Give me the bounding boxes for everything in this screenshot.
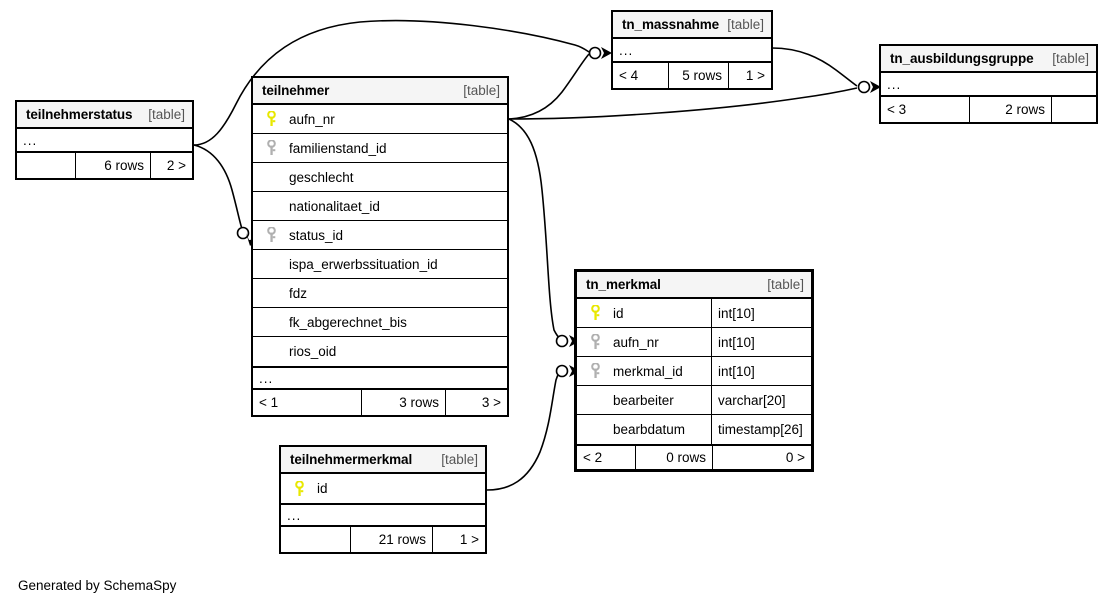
column-row[interactable]: geschlecht — [253, 163, 507, 192]
columns-ellipsis: ... — [253, 366, 507, 390]
column-name: fdz — [289, 285, 308, 301]
table-header: tn_massnahme [table] — [613, 12, 771, 39]
table-tn-ausbildungsgruppe[interactable]: tn_ausbildungsgruppe [table] ... < 3 2 r… — [879, 44, 1098, 124]
table-kind-label: [table] — [767, 277, 804, 292]
table-title: teilnehmer — [262, 83, 330, 98]
column-name: ispa_erwerbssituation_id — [289, 256, 438, 272]
column-type: varchar[20] — [711, 386, 811, 414]
footer-parents: < 1 — [259, 395, 279, 410]
table-kind-label: [table] — [441, 452, 478, 467]
primary-key-icon — [577, 305, 607, 321]
footer-rowcount: 2 rows — [969, 97, 1051, 122]
table-title: tn_ausbildungsgruppe — [890, 51, 1034, 66]
column-list: aufn_nr familienstand_id geschlecht nati… — [253, 105, 507, 366]
footer-parents: < 3 — [887, 102, 907, 117]
table-kind-label: [table] — [463, 83, 500, 98]
footer-parents — [281, 527, 350, 552]
column-name: merkmal_id — [613, 363, 683, 379]
footer-children — [1051, 97, 1096, 122]
table-tn-massnahme[interactable]: tn_massnahme [table] ... < 4 5 rows 1 > — [611, 10, 773, 90]
foreign-key-icon — [253, 227, 283, 243]
footer-children: 2 > — [150, 153, 192, 178]
table-teilnehmer[interactable]: teilnehmer [table] aufn_nr familienstand… — [251, 76, 509, 417]
column-name: nationalitaet_id — [289, 198, 380, 214]
table-title: teilnehmerstatus — [26, 107, 133, 122]
primary-key-icon — [253, 111, 283, 127]
column-row[interactable]: nationalitaet_id — [253, 192, 507, 221]
columns-ellipsis: ... — [613, 39, 771, 63]
column-row[interactable]: fdz — [253, 279, 507, 308]
column-row[interactable]: bearbeiter varchar[20] — [577, 386, 811, 415]
table-footer: < 2 0 rows 0 > — [577, 444, 811, 469]
table-header: teilnehmermerkmal [table] — [281, 447, 485, 474]
footer-children: 1 > — [728, 63, 771, 88]
footer-rowcount: 5 rows — [668, 63, 728, 88]
column-row[interactable]: aufn_nr — [253, 105, 507, 134]
table-teilnehmerstatus[interactable]: teilnehmerstatus [table] ... 6 rows 2 > — [15, 100, 194, 180]
column-type: timestamp[26] — [711, 415, 811, 444]
table-footer: 6 rows 2 > — [17, 153, 192, 178]
table-header: teilnehmerstatus [table] — [17, 102, 192, 129]
foreign-key-icon — [253, 140, 283, 156]
table-title: teilnehmermerkmal — [290, 452, 413, 467]
table-footer: < 4 5 rows 1 > — [613, 63, 771, 88]
table-footer: 21 rows 1 > — [281, 527, 485, 552]
footer-rowcount: 3 rows — [361, 390, 445, 415]
column-row[interactable]: id int[10] — [577, 299, 811, 328]
column-row[interactable]: bearbdatum timestamp[26] — [577, 415, 811, 444]
table-header: tn_ausbildungsgruppe [table] — [881, 46, 1096, 73]
primary-key-icon — [281, 480, 311, 497]
table-title: tn_massnahme — [622, 17, 720, 32]
column-name: status_id — [289, 227, 344, 243]
column-row[interactable]: merkmal_id int[10] — [577, 357, 811, 386]
table-header: teilnehmer [table] — [253, 78, 507, 105]
column-row[interactable]: fk_abgerechnet_bis — [253, 308, 507, 337]
column-name: geschlecht — [289, 169, 354, 185]
column-list: id int[10] aufn_nr int[10] merkmal_id in… — [577, 299, 811, 444]
column-row[interactable]: ispa_erwerbssituation_id — [253, 250, 507, 279]
column-row[interactable]: id — [281, 474, 485, 503]
column-name: id — [317, 481, 328, 496]
table-header: tn_merkmal [table] — [577, 272, 811, 299]
column-name: fk_abgerechnet_bis — [289, 314, 407, 330]
column-name: familienstand_id — [289, 140, 387, 156]
table-footer: < 1 3 rows 3 > — [253, 390, 507, 415]
footer-parents — [17, 153, 75, 178]
columns-ellipsis: ... — [881, 73, 1096, 97]
column-name: aufn_nr — [613, 334, 659, 350]
column-name: rios_oid — [289, 344, 337, 359]
column-name: bearbeiter — [613, 392, 674, 408]
footer-rowcount: 0 rows — [635, 446, 712, 469]
footer-rowcount: 6 rows — [75, 153, 150, 178]
columns-ellipsis: ... — [281, 503, 485, 527]
table-kind-label: [table] — [148, 107, 185, 122]
footer-children: 1 > — [432, 527, 485, 552]
column-row[interactable]: status_id — [253, 221, 507, 250]
column-name: aufn_nr — [289, 111, 335, 127]
table-footer: < 3 2 rows — [881, 97, 1096, 122]
footer-parents: < 4 — [619, 68, 639, 83]
column-type: int[10] — [711, 357, 811, 385]
columns-ellipsis: ... — [17, 129, 192, 153]
column-type: int[10] — [711, 328, 811, 356]
footer-parents: < 2 — [583, 450, 603, 465]
foreign-key-icon — [577, 363, 607, 379]
column-name: bearbdatum — [613, 422, 686, 437]
foreign-key-icon — [577, 334, 607, 350]
column-row[interactable]: rios_oid — [253, 337, 507, 366]
table-kind-label: [table] — [1052, 51, 1089, 66]
column-type: int[10] — [711, 299, 811, 327]
table-tn-merkmal[interactable]: tn_merkmal [table] id int[10] aufn_nr in… — [574, 269, 814, 472]
generated-by-caption: Generated by SchemaSpy — [18, 578, 177, 593]
footer-children: 0 > — [712, 446, 811, 469]
column-row[interactable]: familienstand_id — [253, 134, 507, 163]
footer-rowcount: 21 rows — [350, 527, 432, 552]
footer-children: 3 > — [445, 390, 507, 415]
column-list: id — [281, 474, 485, 503]
column-row[interactable]: aufn_nr int[10] — [577, 328, 811, 357]
table-kind-label: [table] — [727, 17, 764, 32]
column-name: id — [613, 305, 624, 321]
table-title: tn_merkmal — [586, 277, 661, 292]
table-teilnehmermerkmal[interactable]: teilnehmermerkmal [table] id ... 21 rows… — [279, 445, 487, 554]
